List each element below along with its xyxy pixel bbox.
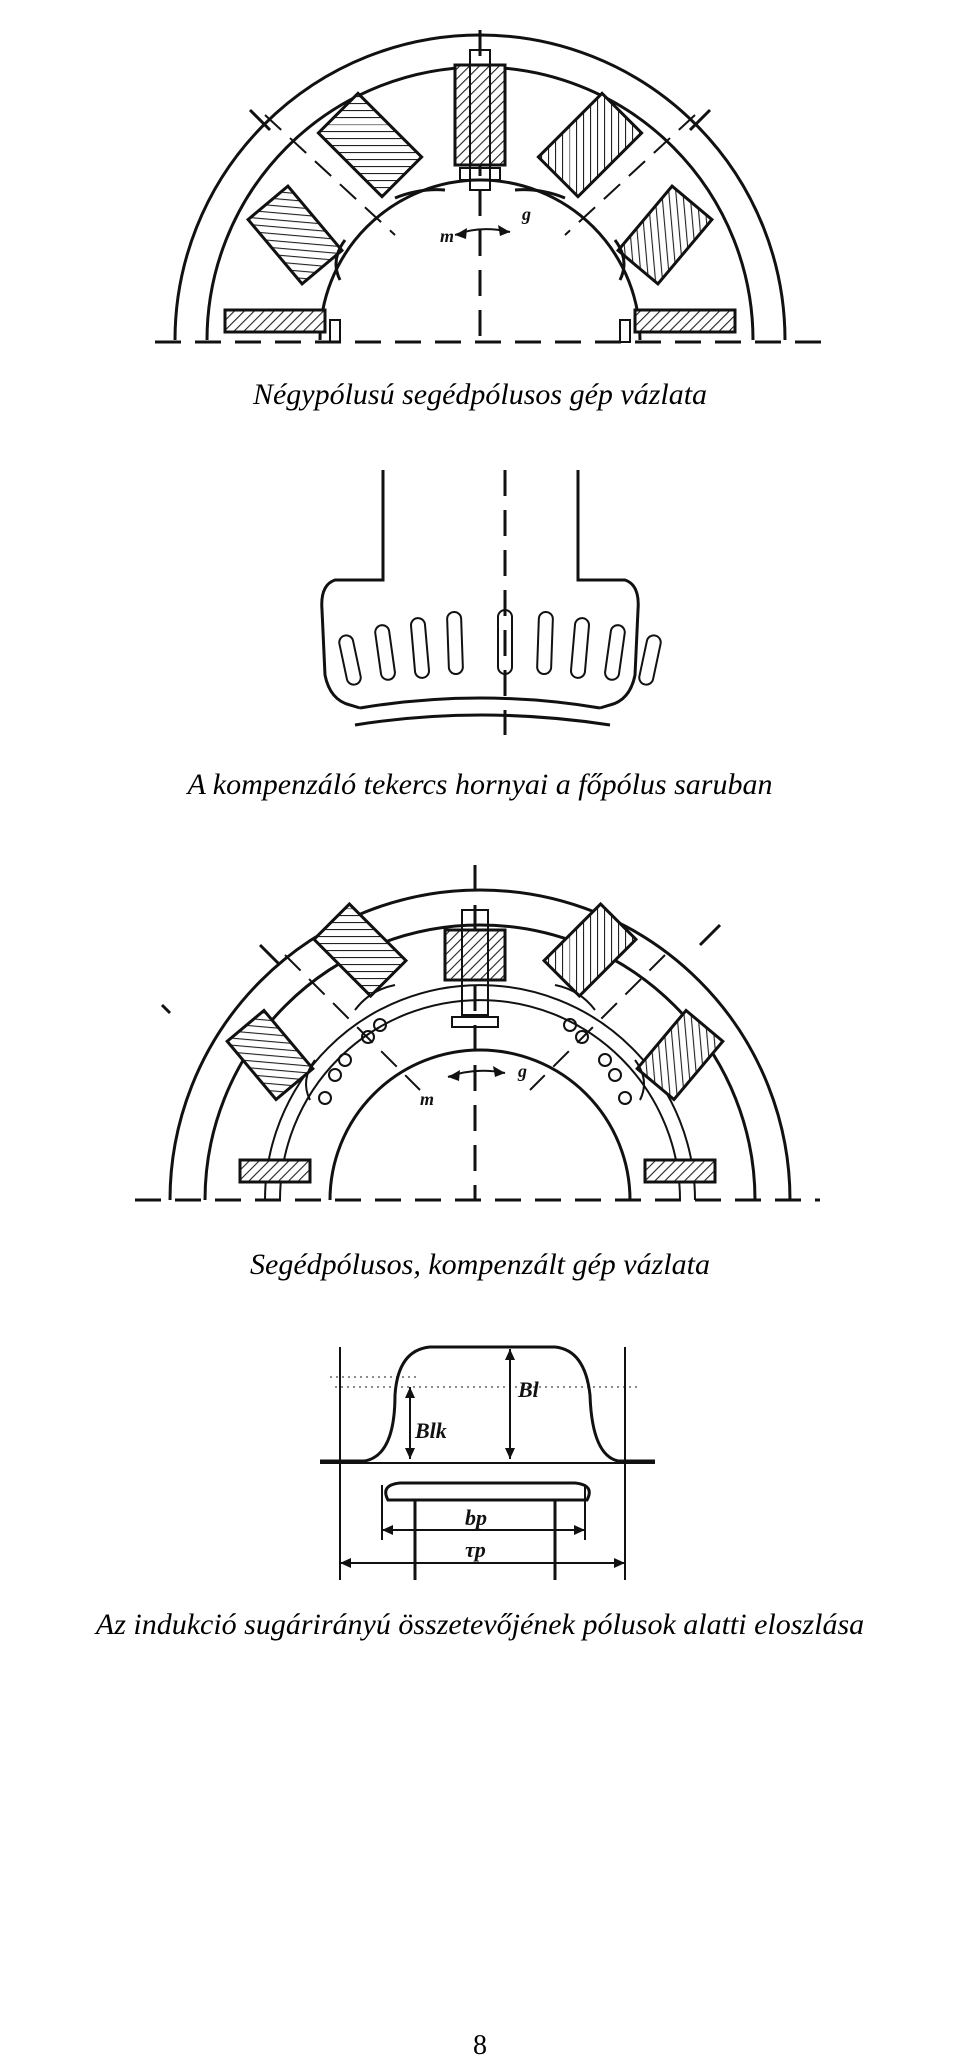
pole-shoe bbox=[384, 1481, 591, 1502]
figure-compensating-slots bbox=[0, 460, 960, 750]
main-pole-coil-right-lower bbox=[615, 184, 715, 286]
main-pole-coil-right-lower bbox=[635, 1008, 725, 1102]
caption-figure-2: A kompenzáló tekercs hornyai a főpólus s… bbox=[187, 768, 773, 801]
page-number: 8 bbox=[473, 2030, 487, 2061]
figure-compensated-machine: m g bbox=[0, 855, 960, 1215]
pole-shoe-sketch bbox=[320, 470, 662, 735]
compensating-slots bbox=[338, 609, 662, 686]
main-pole-coil-left-lower bbox=[225, 1008, 315, 1102]
interpole-coil-left bbox=[238, 1158, 312, 1184]
interpole-coil-right bbox=[633, 308, 737, 334]
machine-sketch-1: m g bbox=[155, 30, 830, 344]
caption-figure-4: Az indukció sugárirányú összetevőjének p… bbox=[95, 1608, 865, 1641]
main-pole-coil-left-upper bbox=[311, 901, 409, 999]
label-b-l: Bl bbox=[517, 1377, 540, 1402]
label-b-lk: Blk bbox=[414, 1418, 447, 1443]
caption-figure-3: Segédpólusos, kompenzált gép vázlata bbox=[250, 1248, 710, 1281]
interpole-coil bbox=[453, 63, 507, 167]
label-g: g bbox=[521, 204, 531, 224]
caption-figure-1: Négypólusú segédpólusos gép vázlata bbox=[252, 378, 708, 411]
induction-distribution-plot: Blk Bl bp τp bbox=[320, 1345, 655, 1580]
interpole-coil bbox=[443, 928, 507, 982]
flux-density-curve bbox=[320, 1345, 655, 1463]
figure-induction-distribution: Blk Bl bp τp bbox=[0, 1335, 960, 1595]
main-pole-coil-right-upper bbox=[541, 901, 639, 999]
label-g: g bbox=[517, 1061, 527, 1081]
interpole-coil-left bbox=[223, 308, 327, 334]
figure-four-pole-machine: m g bbox=[0, 20, 960, 350]
interpole-coil-right bbox=[643, 1158, 717, 1184]
main-pole-coil-right-upper bbox=[536, 91, 644, 199]
compensating-conductors bbox=[318, 1018, 632, 1105]
main-pole-coil-left-upper bbox=[316, 91, 424, 199]
label-m: m bbox=[440, 226, 454, 246]
label-tau-p: τp bbox=[465, 1537, 486, 1562]
label-b-p: bp bbox=[465, 1505, 487, 1530]
main-pole-coil-left-lower bbox=[245, 184, 345, 286]
machine-sketch-2: m g bbox=[135, 865, 820, 1202]
label-m: m bbox=[420, 1089, 434, 1109]
